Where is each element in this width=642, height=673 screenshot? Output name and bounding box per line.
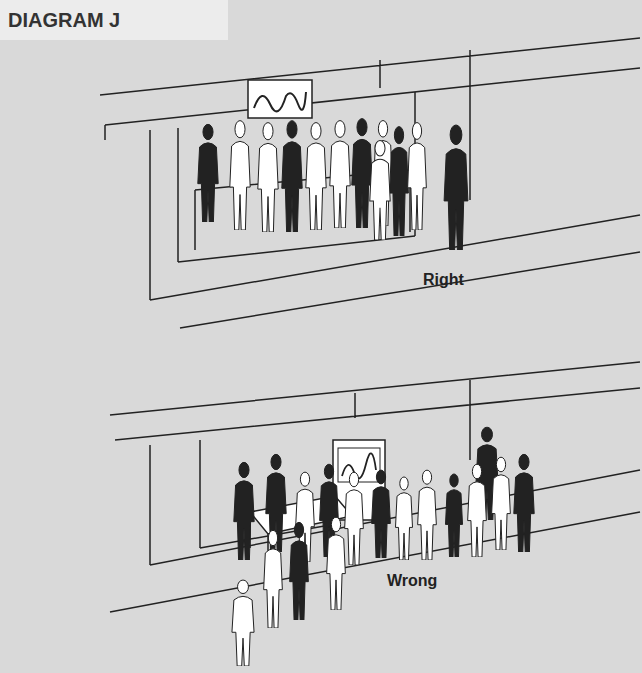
painting-top (248, 80, 312, 118)
room-lines-bottom (110, 362, 640, 612)
visitors-top (198, 119, 468, 250)
diagram-title: DIAGRAM J (0, 0, 228, 40)
scene-label: Wrong (384, 571, 440, 591)
room-lines-top (100, 38, 640, 328)
scene-label: Right (420, 270, 467, 290)
visitors-bottom (232, 427, 534, 666)
